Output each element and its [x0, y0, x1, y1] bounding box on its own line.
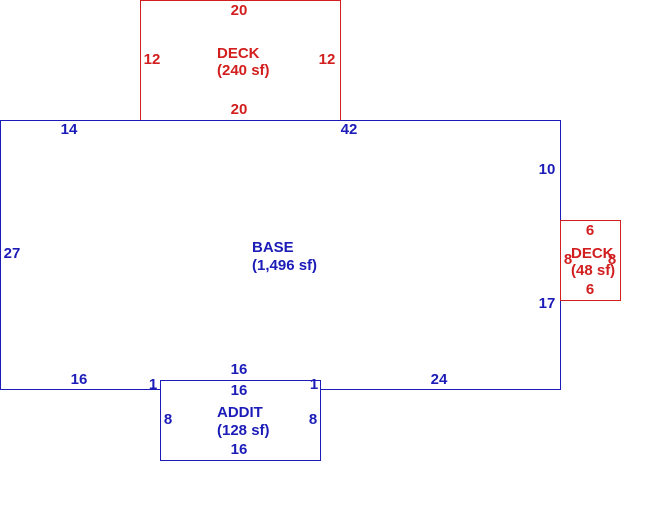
deck-right-dim-left: 8 — [564, 251, 572, 268]
base-dim-right-lower: 17 — [539, 295, 556, 312]
base-dim-notch-top: 16 — [231, 361, 248, 378]
base-dim-left: 27 — [4, 245, 21, 262]
addition-area[interactable]: 16 16 8 8 ADDIT (128 sf) — [160, 380, 321, 461]
addition-dim-left: 8 — [164, 411, 172, 428]
addition-outline — [160, 380, 321, 461]
deck-top-dim-right: 12 — [319, 51, 336, 68]
deck-top-dim-bottom: 20 — [231, 101, 248, 118]
base-dim-bottom-left: 16 — [71, 371, 88, 388]
addition-dim-bottom: 16 — [231, 441, 248, 458]
deck-right-label: DECK — [571, 245, 614, 262]
base-dim-notch-right: 1 — [310, 376, 318, 393]
deck-top-label: DECK — [217, 45, 260, 62]
deck-top[interactable]: 20 20 12 12 DECK (240 sf) — [140, 0, 341, 121]
deck-right-outline — [560, 220, 621, 301]
deck-right-dim-right: 8 — [608, 251, 616, 268]
addition-label: ADDIT — [217, 404, 263, 421]
base-dim-top-right: 42 — [341, 121, 358, 138]
base-dim-bottom-right: 24 — [431, 371, 448, 388]
deck-top-area: (240 sf) — [217, 62, 270, 79]
deck-right-area: (48 sf) — [571, 262, 615, 279]
deck-top-dim-left: 12 — [144, 51, 161, 68]
deck-right[interactable]: 6 6 8 8 DECK (48 sf) — [560, 220, 621, 301]
base-label: BASE — [252, 239, 294, 256]
base-dim-top-left: 14 — [61, 121, 78, 138]
addition-dim-right: 8 — [309, 411, 317, 428]
deck-right-dim-bottom: 6 — [586, 281, 594, 298]
deck-top-dim-top: 20 — [231, 2, 248, 19]
base-dim-notch-left: 1 — [149, 376, 157, 393]
base-area[interactable]: 14 42 27 10 17 16 24 16 1 1 BASE (1,496 … — [0, 120, 561, 394]
base-dim-right-upper: 10 — [539, 161, 556, 178]
addition-dim-top: 16 — [231, 382, 248, 399]
base-outline — [0, 120, 561, 390]
deck-right-dim-top: 6 — [586, 222, 594, 239]
addition-area-value: (128 sf) — [217, 422, 270, 439]
base-area-value: (1,496 sf) — [252, 257, 317, 274]
